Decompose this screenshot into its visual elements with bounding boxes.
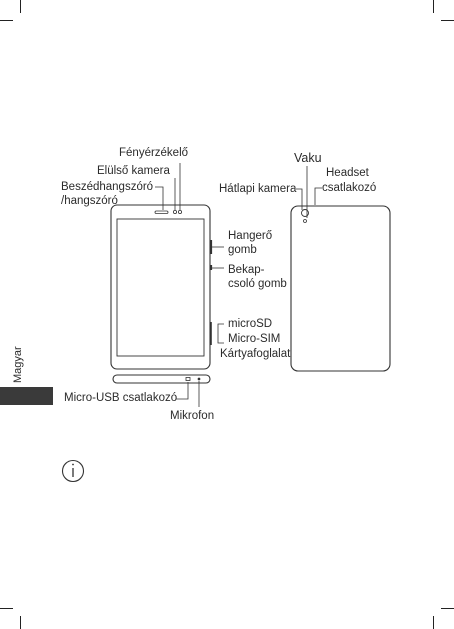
leader-usb: [176, 382, 189, 400]
crop-mark-top-right-h: [441, 20, 454, 21]
leader-speaker: [155, 186, 164, 210]
leader-card-slot: [217, 323, 224, 344]
info-circle-icon: [61, 459, 85, 483]
leader-rear-camera: [296, 188, 303, 210]
crop-mark-bottom-right-h: [441, 608, 454, 609]
crop-mark-top-right: [433, 0, 434, 13]
crop-mark-bottom-left: [20, 616, 21, 629]
leader-headset: [314, 187, 322, 205]
flash-shape: [303, 219, 307, 223]
earpiece-slot: [154, 210, 169, 214]
microsim-label: Micro-SIM: [228, 333, 281, 345]
bottom-edge: [112, 374, 211, 384]
card-slot-label: Kártyafoglalat: [220, 348, 291, 360]
front-tablet-body: [110, 204, 211, 370]
rear-camera-label: Hátlapi kamera: [219, 183, 297, 195]
rear-camera-shape: [301, 209, 309, 217]
language-label: Magyar: [12, 346, 24, 383]
micro-usb-label: Micro-USB csatlakozó: [64, 392, 178, 404]
crop-mark-bottom-left-h: [0, 608, 13, 609]
mic-hole: [197, 377, 201, 381]
speaker-label-line1: Beszédhangszóró: [61, 181, 154, 193]
front-camera-label: Elülső kamera: [97, 165, 170, 177]
rear-tablet-body: [290, 205, 391, 372]
volume-label-line2: gomb: [228, 244, 257, 256]
flash-label: Vaku: [294, 151, 322, 165]
power-label-line2: csoló gomb: [228, 278, 287, 290]
language-tab: [0, 387, 53, 405]
speaker-label-line2: /hangszóró: [61, 195, 118, 207]
headset-label-line1: Headset: [326, 167, 369, 179]
front-screen: [116, 218, 205, 357]
light-sensor-dot: [177, 209, 182, 214]
headset-label-line2: csatlakozó: [322, 182, 377, 194]
power-label-line1: Bekap-: [228, 264, 265, 276]
usb-port-shape: [185, 377, 191, 381]
crop-mark-top-left: [20, 0, 21, 13]
microsd-label: microSD: [228, 318, 273, 330]
volume-label-line1: Hangerő: [228, 230, 273, 242]
front-camera-dot: [172, 209, 177, 214]
microphone-label: Mikrofon: [170, 410, 215, 422]
crop-mark-top-left-h: [0, 20, 13, 21]
crop-mark-bottom-right: [433, 616, 434, 629]
light-sensor-label: Fényérzékelő: [119, 147, 189, 159]
